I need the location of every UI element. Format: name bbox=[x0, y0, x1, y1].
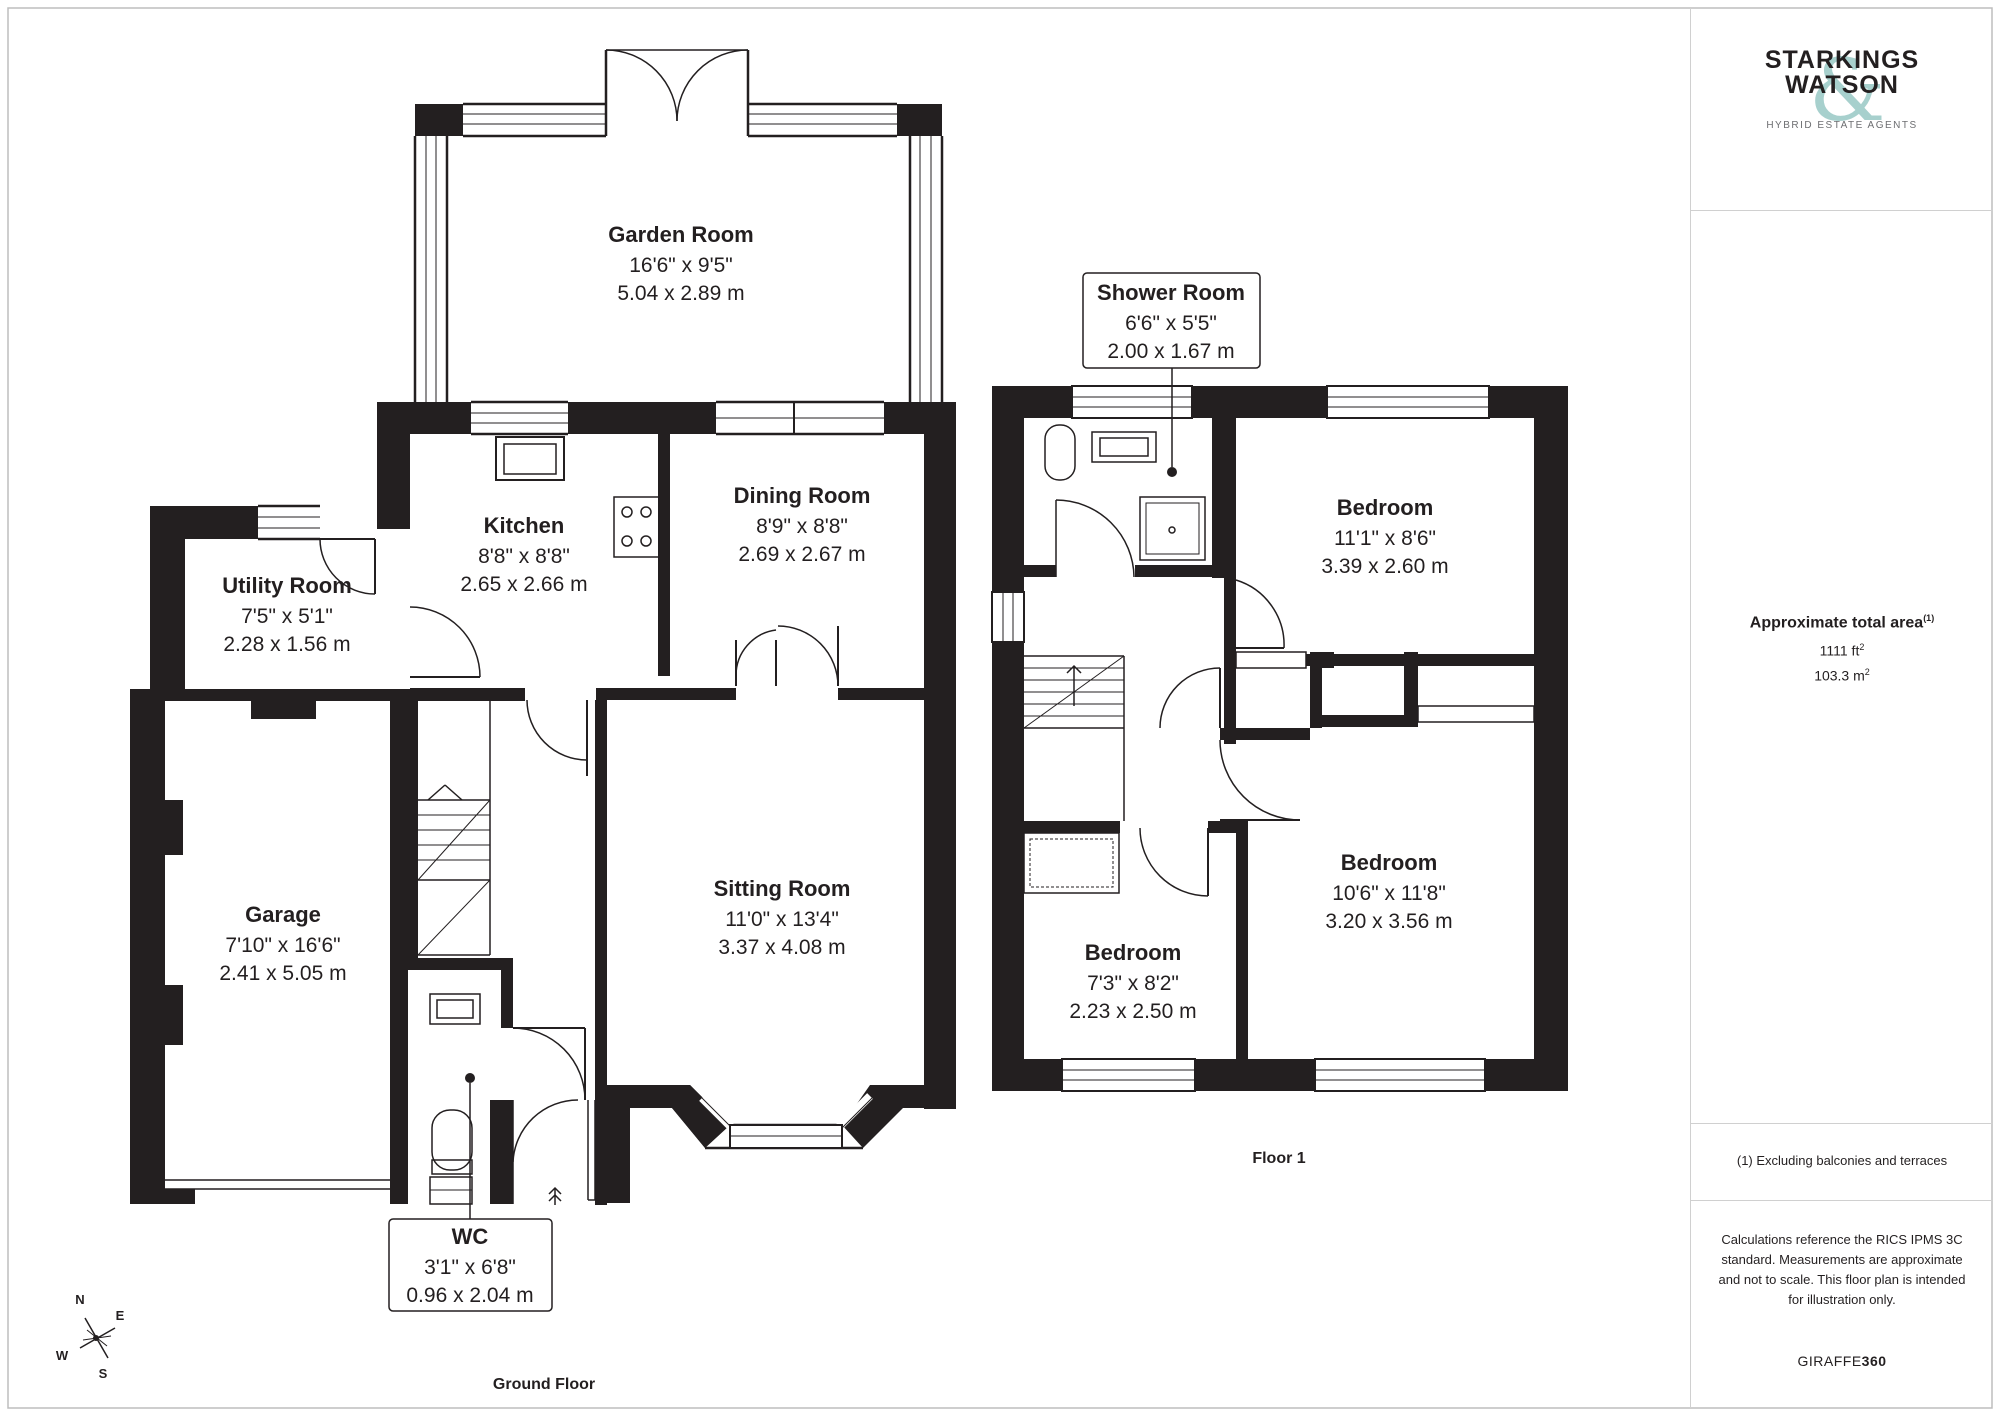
room-metric: 5.04 x 2.89 m bbox=[617, 282, 744, 305]
garden-room-walls bbox=[413, 49, 944, 402]
brand-logo: & STARKINGS WATSON HYBRID ESTATE AGENTS bbox=[1691, 41, 1993, 141]
room-label-kitchen: Kitchen 8'8" x 8'8" 2.65 x 2.66 m bbox=[460, 513, 587, 596]
maker-prefix: GIRAFFE bbox=[1797, 1353, 1862, 1369]
area-sqm: 103.3 m2 bbox=[1691, 667, 1993, 684]
room-label-bedroom-front: Bedroom 11'1" x 8'6" 3.39 x 2.60 m bbox=[1321, 495, 1448, 578]
room-name: Garden Room bbox=[608, 222, 753, 247]
page-frame bbox=[7, 7, 1993, 1409]
utility-room-walls bbox=[130, 504, 525, 701]
room-label-garage: Garage 7'10" x 16'6" 2.41 x 5.05 m bbox=[219, 902, 346, 985]
room-metric: 3.39 x 2.60 m bbox=[1321, 555, 1448, 578]
kitchen-dining-walls bbox=[377, 400, 956, 1109]
compass-icon: N E S W bbox=[56, 1292, 125, 1381]
room-metric: 0.96 x 2.04 m bbox=[406, 1284, 533, 1307]
brand-name-line1: STARKINGS bbox=[1764, 46, 1920, 74]
room-imperial: 3'1" x 6'8" bbox=[424, 1256, 516, 1279]
room-name: Shower Room bbox=[1097, 280, 1245, 305]
room-label-bedroom-rear: Bedroom 10'6" x 11'8" 3.20 x 3.56 m bbox=[1325, 850, 1452, 933]
room-metric: 3.20 x 3.56 m bbox=[1325, 910, 1452, 933]
callout-box bbox=[388, 1218, 553, 1312]
room-name: Utility Room bbox=[222, 573, 352, 598]
area-title: Approximate total area(1) bbox=[1691, 613, 1993, 632]
room-label-garden-room: Garden Room 16'6" x 9'5" 5.04 x 2.89 m bbox=[608, 222, 753, 305]
room-label-wc: WC 3'1" x 6'8" 0.96 x 2.04 m bbox=[388, 1218, 553, 1312]
room-label-dining-room: Dining Room 8'9" x 8'8" 2.69 x 2.67 m bbox=[734, 483, 871, 566]
area-sqm-power: 2 bbox=[1864, 666, 1870, 677]
area-note-ref: (1) bbox=[1923, 613, 1935, 623]
brand-ampersand: & bbox=[1809, 41, 1886, 141]
room-label-bedroom-small: Bedroom 7'3" x 8'2" 2.23 x 2.50 m bbox=[1069, 940, 1196, 1023]
room-imperial: 6'6" x 5'5" bbox=[1125, 312, 1217, 335]
entrance-arrow-icon bbox=[548, 1186, 562, 1205]
divider bbox=[1691, 210, 1993, 211]
divider bbox=[1691, 1123, 1993, 1124]
callout-box bbox=[1082, 272, 1261, 369]
total-area: Approximate total area(1) 1111 ft2 103.3… bbox=[1691, 613, 1993, 684]
room-imperial: 7'5" x 5'1" bbox=[241, 605, 333, 628]
room-imperial: 8'8" x 8'8" bbox=[478, 545, 570, 568]
room-label-sitting-room: Sitting Room 11'0" x 13'4" 3.37 x 4.08 m bbox=[714, 876, 851, 959]
room-label-utility-room: Utility Room 7'5" x 5'1" 2.28 x 1.56 m bbox=[222, 573, 352, 656]
compass-w: W bbox=[56, 1348, 69, 1363]
hallway-walls bbox=[395, 689, 607, 1234]
room-metric: 2.69 x 2.67 m bbox=[738, 543, 865, 566]
floor-1-plan bbox=[991, 365, 1568, 1092]
brand-name-line2: WATSON bbox=[1785, 71, 1899, 99]
area-title-text: Approximate total area bbox=[1749, 614, 1924, 632]
divider bbox=[1691, 1200, 1993, 1201]
area-footnote: (1) Excluding balconies and terraces bbox=[1736, 1153, 1948, 1168]
area-sqm-value: 103.3 m bbox=[1814, 667, 1865, 684]
sitting-room-walls bbox=[597, 1070, 956, 1203]
room-imperial: 7'3" x 8'2" bbox=[1087, 972, 1179, 995]
room-name: Dining Room bbox=[734, 483, 871, 508]
room-name: Garage bbox=[245, 902, 321, 927]
room-metric: 2.00 x 1.67 m bbox=[1107, 340, 1234, 363]
compass-e: E bbox=[116, 1308, 125, 1323]
room-name: Bedroom bbox=[1337, 495, 1434, 520]
area-sqft-value: 1111 ft bbox=[1819, 642, 1860, 659]
room-metric: 2.41 x 5.05 m bbox=[219, 962, 346, 985]
room-name: Kitchen bbox=[484, 513, 565, 538]
room-imperial: 7'10" x 16'6" bbox=[225, 934, 340, 957]
floor-label-first: Floor 1 bbox=[1252, 1150, 1305, 1167]
room-name: WC bbox=[452, 1224, 489, 1249]
room-imperial: 10'6" x 11'8" bbox=[1332, 882, 1446, 905]
room-name: Sitting Room bbox=[714, 876, 851, 901]
area-sqft-power: 2 bbox=[1859, 642, 1865, 653]
room-imperial: 11'0" x 13'4" bbox=[725, 908, 839, 931]
room-name: Bedroom bbox=[1085, 940, 1182, 965]
room-metric: 2.23 x 2.50 m bbox=[1069, 1000, 1196, 1023]
compass-s: S bbox=[99, 1366, 108, 1381]
garage-walls bbox=[130, 689, 408, 1204]
room-imperial: 11'1" x 8'6" bbox=[1334, 527, 1436, 550]
giraffe360-logo: GIRAFFE360 bbox=[1691, 1353, 1993, 1369]
disclaimer-text: Calculations reference the RICS IPMS 3C … bbox=[1718, 1232, 1966, 1307]
brand-tagline: HYBRID ESTATE AGENTS bbox=[1766, 120, 1918, 131]
maker-suffix: 360 bbox=[1861, 1353, 1887, 1369]
info-panel: & STARKINGS WATSON HYBRID ESTATE AGENTS … bbox=[1690, 8, 1993, 1408]
floor-label-ground: Ground Floor bbox=[493, 1376, 595, 1393]
ground-floor-plan bbox=[130, 49, 956, 1234]
room-label-shower-room: Shower Room 6'6" x 5'5" 2.00 x 1.67 m bbox=[1082, 272, 1261, 369]
room-name: Bedroom bbox=[1341, 850, 1438, 875]
room-metric: 2.65 x 2.66 m bbox=[460, 573, 587, 596]
room-metric: 2.28 x 1.56 m bbox=[223, 633, 350, 656]
area-sqft: 1111 ft2 bbox=[1691, 642, 1993, 659]
room-metric: 3.37 x 4.08 m bbox=[718, 936, 845, 959]
room-imperial: 16'6" x 9'5" bbox=[629, 254, 733, 277]
compass-n: N bbox=[75, 1292, 84, 1307]
room-imperial: 8'9" x 8'8" bbox=[756, 515, 848, 538]
